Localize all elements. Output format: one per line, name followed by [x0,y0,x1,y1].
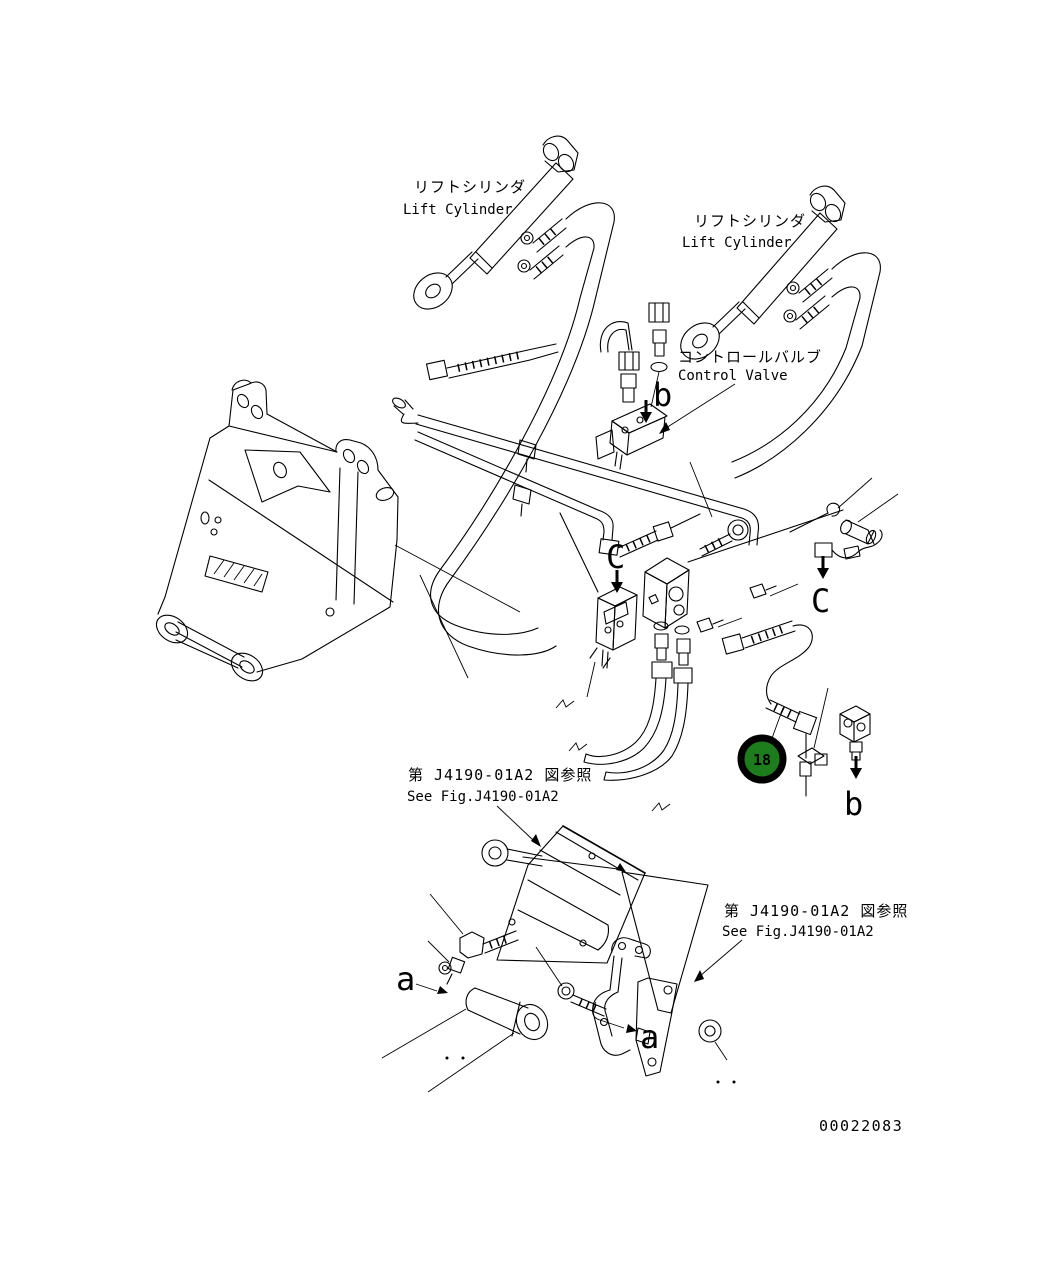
arrow-down-b-right [850,756,862,779]
clamp-and-wire [789,502,883,560]
text-labels: リフトシリンダ Lift Cylinder リフトシリンダ Lift Cylin… [396,178,908,1135]
arrow-down-c-left [611,570,623,593]
label-see-fig-right-ja: 第 J4190-01A2 図参照 [724,902,908,920]
lift-cylinder-right [680,185,881,479]
control-valve-assembly [595,302,670,470]
label-see-fig-left-ja: 第 J4190-01A2 図参照 [408,766,592,784]
label-see-fig-left-en: See Fig.J4190-01A2 [407,789,559,805]
label-lift-cylinder-left-ja: リフトシリンダ [414,178,526,196]
label-control-valve-en: Control Valve [678,368,788,384]
arrowhead-control-valve-leader [659,422,670,434]
view-letter-b-right: b [844,785,863,823]
hydraulic-tubes [392,343,760,558]
arrowhead-plate-bolt [616,863,626,872]
callout-circle[interactable] [737,734,787,784]
arrowhead-a-left [437,986,448,994]
callout-balloon-18[interactable]: 18 [737,734,787,784]
view-letter-b-top: b [653,376,672,414]
view-arrows [437,400,862,1033]
loader-frame [155,379,399,682]
manifold-blocks [559,509,844,781]
callout-number: 18 [753,751,771,769]
label-see-fig-right-en: See Fig.J4190-01A2 [722,924,874,940]
arrowhead-a-right [626,1024,637,1033]
view-letter-a-left: a [396,960,415,998]
label-lift-cylinder-right-en: Lift Cylinder [682,235,792,251]
lift-cylinder-left [413,135,615,656]
leader-lines [381,383,899,1093]
arrowhead-see-fig-right [694,970,704,982]
view-letter-c-right: C [811,582,830,620]
bottom-cover-assembly [438,825,722,1077]
hose-part-18 [721,620,818,759]
arrow-down-control-valve [640,400,652,423]
view-letter-a-right: a [640,1018,659,1056]
hose-break-marks [445,699,736,1084]
label-lift-cylinder-right-ja: リフトシリンダ [694,212,806,230]
view-letter-c-left: C [606,538,625,576]
arrow-down-c-right [817,556,829,579]
right-fittings [797,705,871,797]
drawing-number: 00022083 [819,1117,903,1135]
label-lift-cylinder-left-en: Lift Cylinder [403,202,513,218]
label-control-valve-ja: コントロールバルブ [678,348,822,366]
arrowhead-see-fig-left [531,834,541,847]
